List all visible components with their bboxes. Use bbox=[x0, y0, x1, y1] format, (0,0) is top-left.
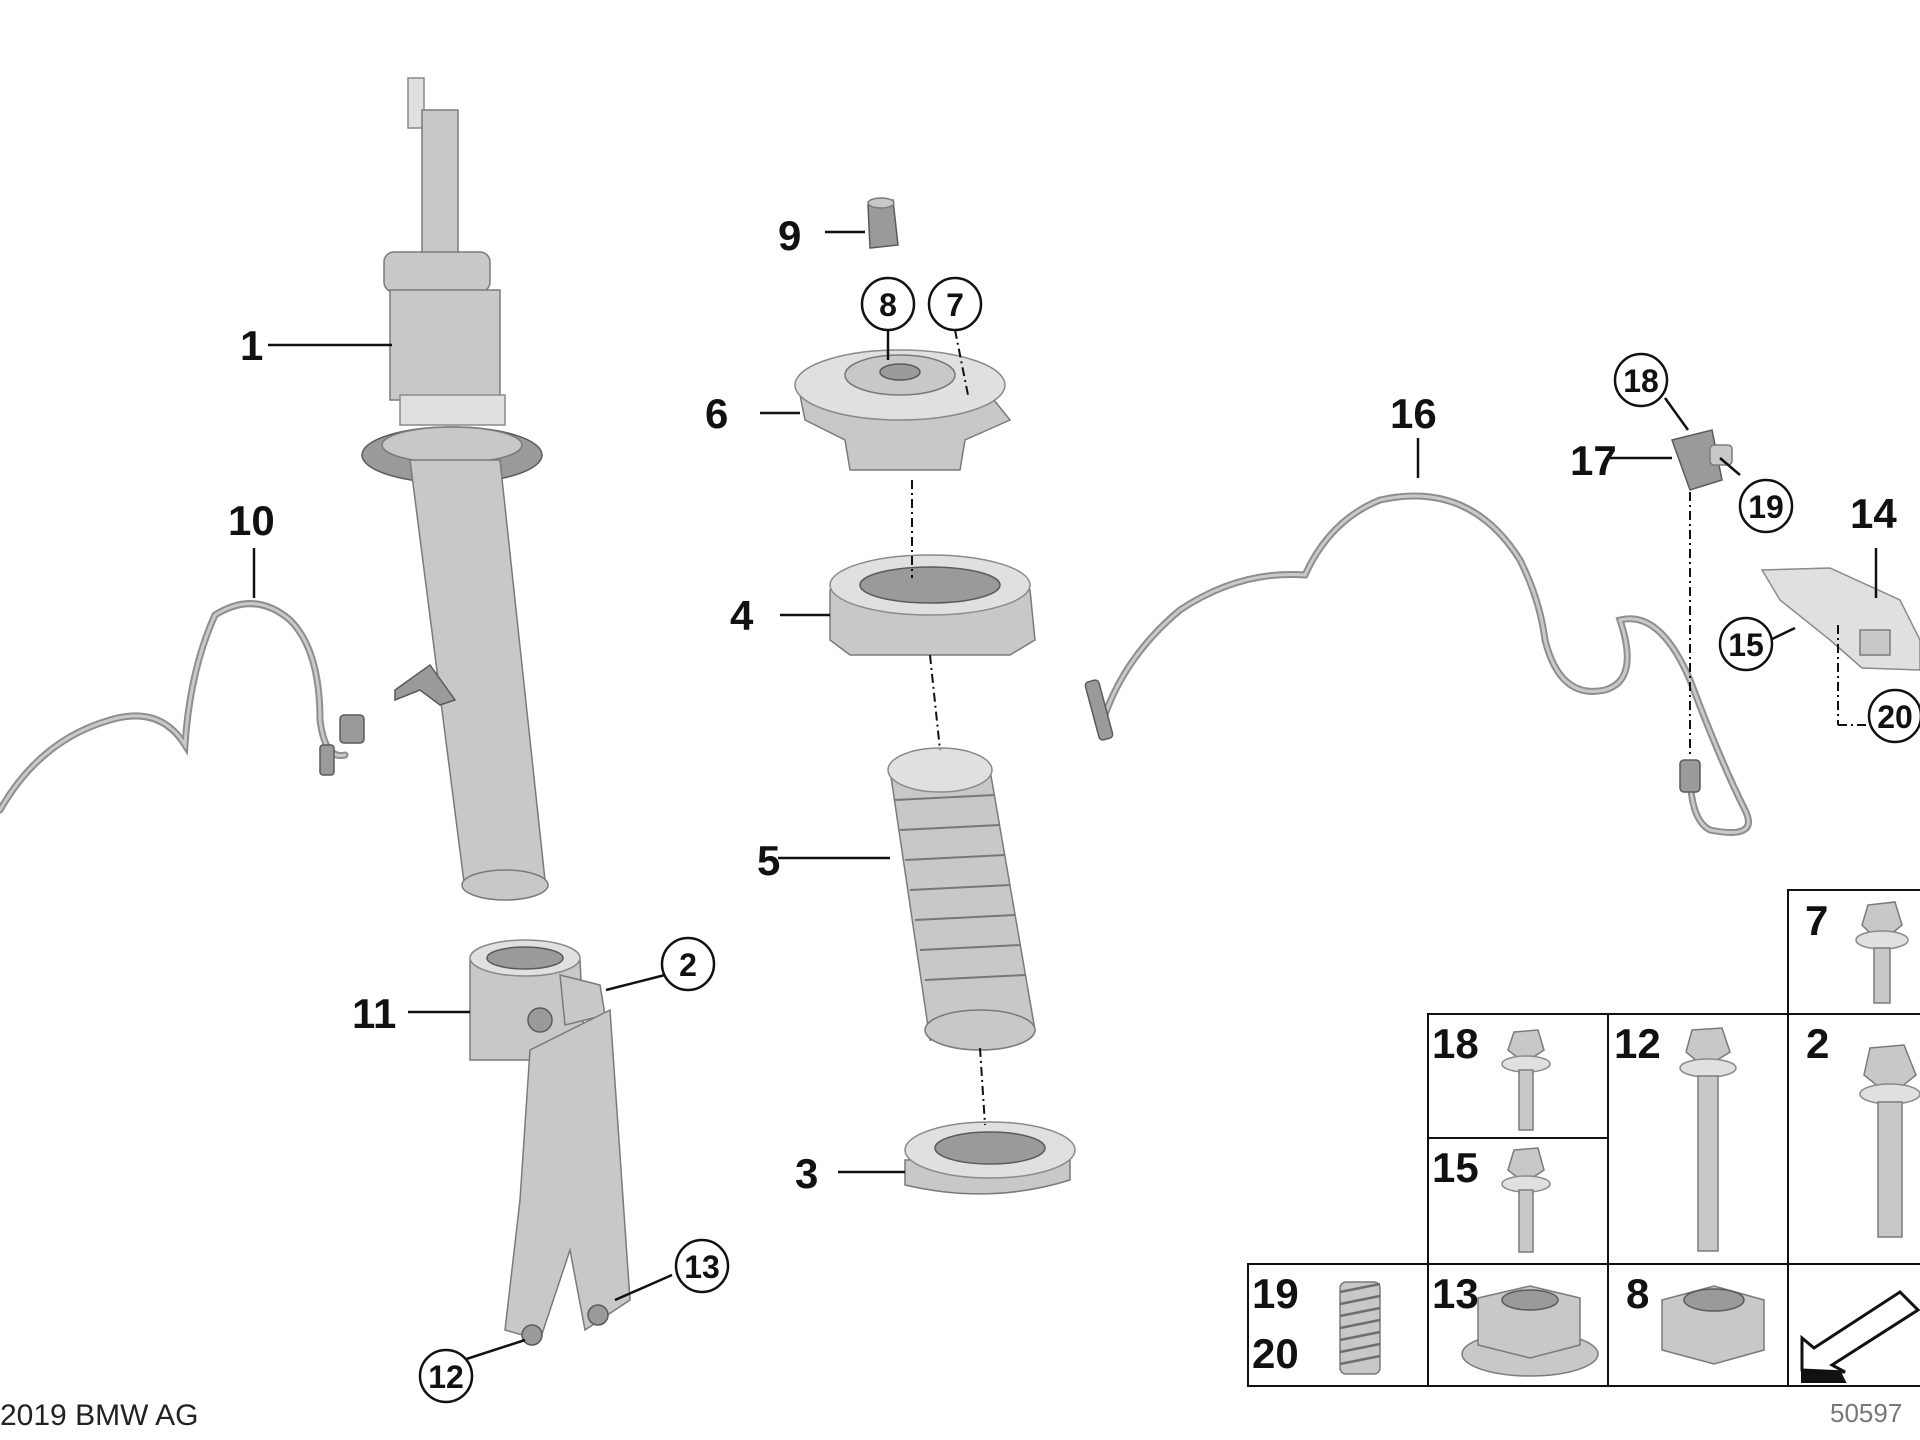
table-label-15: 15 bbox=[1432, 1144, 1479, 1191]
support-bearing bbox=[794, 349, 1012, 471]
table-label-7: 7 bbox=[1805, 897, 1828, 944]
copyright-text: 2019 BMW AG bbox=[0, 1399, 198, 1432]
callout-19: 19 bbox=[1748, 489, 1784, 525]
leader-lines bbox=[252, 230, 1878, 1367]
strut-fork-clamp bbox=[469, 939, 631, 1346]
bolt-7-icon bbox=[1855, 901, 1909, 1004]
callout-17: 17 bbox=[1570, 437, 1617, 484]
table-label-13: 13 bbox=[1432, 1270, 1479, 1317]
shock-absorber-strut bbox=[361, 77, 549, 901]
callout-14: 14 bbox=[1850, 490, 1897, 537]
circled-callouts: 2 7 8 12 13 15 18 19 20 bbox=[418, 276, 1920, 1404]
callout-3: 3 bbox=[795, 1150, 818, 1197]
thread-insert-icon bbox=[1339, 1281, 1381, 1375]
diagram-number: 50597 bbox=[1830, 1398, 1902, 1428]
callout-6: 6 bbox=[705, 390, 728, 437]
callout-15: 15 bbox=[1728, 627, 1764, 663]
bolt-12-icon bbox=[1679, 1027, 1737, 1252]
fastener-table: 7 18 12 2 15 19 20 13 8 bbox=[1247, 889, 1920, 1387]
callout-11: 11 bbox=[352, 990, 396, 1037]
callout-7: 7 bbox=[946, 287, 964, 323]
direction-arrow-icon bbox=[1800, 1290, 1920, 1383]
callout-1: 1 bbox=[240, 322, 263, 369]
callout-2: 2 bbox=[679, 947, 697, 983]
bolt-2-icon bbox=[1859, 1044, 1920, 1238]
nut-8-icon bbox=[1661, 1285, 1765, 1365]
table-label-8: 8 bbox=[1626, 1270, 1649, 1317]
sensor-bracket bbox=[1760, 567, 1920, 671]
callout-10: 10 bbox=[228, 497, 275, 544]
callout-labels: 1 3 4 5 6 9 10 11 14 16 17 bbox=[228, 212, 1897, 1197]
callout-8: 8 bbox=[879, 287, 897, 323]
bolt-18-icon bbox=[1501, 1029, 1551, 1131]
callout-4: 4 bbox=[730, 592, 754, 639]
callout-12: 12 bbox=[428, 1359, 464, 1395]
bolt-15-icon bbox=[1501, 1147, 1551, 1253]
table-label-18: 18 bbox=[1432, 1020, 1479, 1067]
callout-16: 16 bbox=[1390, 390, 1437, 437]
table-label-20: 20 bbox=[1252, 1330, 1299, 1377]
callout-20: 20 bbox=[1877, 699, 1913, 735]
spring-pad-lower bbox=[904, 1121, 1076, 1195]
callout-5: 5 bbox=[757, 837, 780, 884]
spring-pad-upper bbox=[829, 554, 1036, 656]
protection-tube bbox=[887, 747, 1036, 1051]
callout-9: 9 bbox=[778, 212, 801, 259]
rubber-cap bbox=[867, 197, 899, 249]
flange-nut-13-icon bbox=[1461, 1285, 1599, 1377]
table-label-19: 19 bbox=[1252, 1270, 1299, 1317]
sensor-holder bbox=[1671, 429, 1733, 491]
table-label-2: 2 bbox=[1806, 1020, 1829, 1067]
table-label-12: 12 bbox=[1614, 1020, 1661, 1067]
callout-18: 18 bbox=[1623, 363, 1659, 399]
right-wear-sensor-cable bbox=[1084, 492, 1752, 836]
left-wear-sensor-cable bbox=[0, 600, 365, 814]
callout-13: 13 bbox=[684, 1249, 720, 1285]
